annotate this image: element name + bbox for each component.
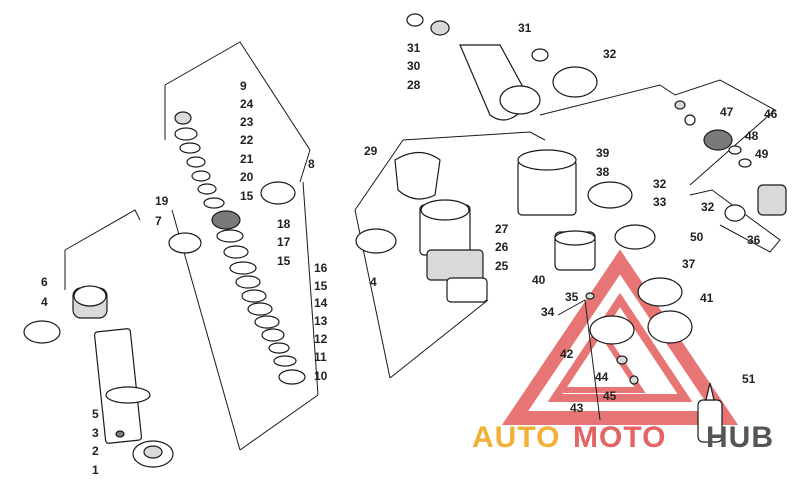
callout-10: 10 — [314, 369, 328, 383]
callout-32: 32 — [653, 177, 667, 191]
callout-23: 23 — [240, 115, 254, 129]
watermark-hub: HUB — [706, 421, 774, 454]
callout-31: 31 — [407, 41, 421, 55]
callout-2: 2 — [92, 444, 99, 458]
center-parts — [354, 13, 787, 443]
watermark-text: AUTO MOTO HUB — [472, 421, 774, 454]
callout-41: 41 — [700, 291, 714, 305]
callout-51: 51 — [742, 372, 756, 386]
callout-9: 9 — [240, 79, 247, 93]
callout-43: 43 — [570, 401, 584, 415]
watermark-auto: AUTO — [472, 421, 560, 454]
callout-47: 47 — [720, 105, 734, 119]
valve-shim-stack — [168, 111, 306, 385]
callout-42: 42 — [560, 347, 574, 361]
callout-14: 14 — [314, 296, 328, 310]
callout-27: 27 — [495, 222, 509, 236]
callout-32: 32 — [701, 200, 715, 214]
callout-46: 46 — [764, 107, 778, 121]
callout-21: 21 — [240, 152, 254, 166]
callout-44: 44 — [595, 370, 609, 384]
callout-6: 6 — [41, 275, 48, 289]
callout-18: 18 — [277, 217, 291, 231]
callout-29: 29 — [364, 144, 378, 158]
callout-33: 33 — [653, 195, 667, 209]
callout-39: 39 — [596, 146, 610, 160]
callout-49: 49 — [755, 147, 769, 161]
callout-25: 25 — [495, 259, 509, 273]
callout-3: 3 — [92, 426, 99, 440]
callout-50: 50 — [690, 230, 704, 244]
callout-31: 31 — [518, 21, 532, 35]
callout-19: 19 — [155, 194, 169, 208]
callout-26: 26 — [495, 240, 509, 254]
callout-15: 15 — [277, 254, 291, 268]
callout-28: 28 — [407, 78, 421, 92]
shaft-assembly — [23, 209, 174, 468]
callout-4: 4 — [370, 275, 377, 289]
callout-7: 7 — [155, 214, 162, 228]
callout-34: 34 — [541, 305, 555, 319]
callout-37: 37 — [682, 257, 696, 271]
callout-13: 13 — [314, 314, 328, 328]
valve-stack-frame — [164, 41, 319, 451]
watermark-moto: MOTO — [573, 421, 666, 454]
callout-24: 24 — [240, 97, 254, 111]
callout-11: 11 — [314, 350, 327, 364]
callout-30: 30 — [407, 59, 421, 73]
callout-38: 38 — [596, 165, 610, 179]
callout-17: 17 — [277, 235, 291, 249]
callout-16: 16 — [314, 261, 328, 275]
callout-22: 22 — [240, 133, 254, 147]
callout-48: 48 — [745, 129, 759, 143]
callout-45: 45 — [603, 389, 617, 403]
callout-36: 36 — [747, 233, 761, 247]
callout-32: 32 — [603, 47, 617, 61]
callout-12: 12 — [314, 332, 328, 346]
callout-15: 15 — [314, 279, 328, 293]
callout-20: 20 — [240, 170, 254, 184]
callout-35: 35 — [565, 290, 579, 304]
callout-8: 8 — [308, 157, 315, 171]
callout-1: 1 — [92, 463, 99, 477]
callout-40: 40 — [532, 273, 546, 287]
callout-15: 15 — [240, 189, 254, 203]
callout-4: 4 — [41, 295, 48, 309]
callout-5: 5 — [92, 407, 99, 421]
